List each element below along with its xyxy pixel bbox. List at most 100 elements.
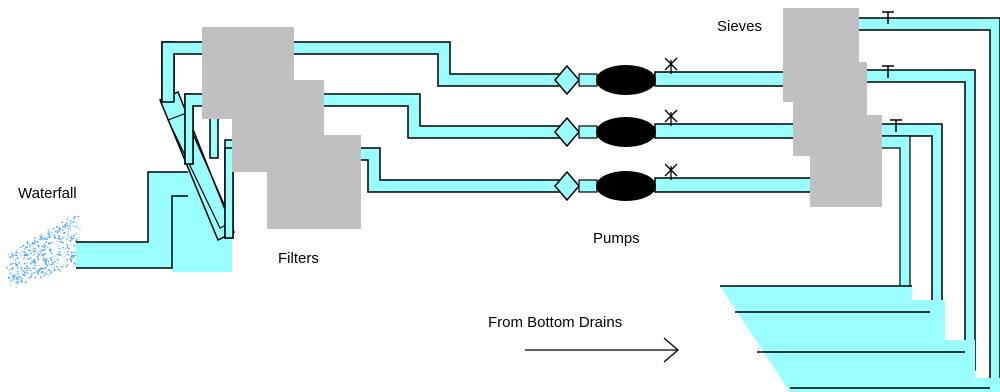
spray-dot	[47, 274, 50, 277]
spray-dot	[62, 226, 65, 228]
spray-dot	[70, 236, 72, 238]
spray-dot	[67, 223, 69, 225]
spray-dot	[48, 269, 50, 271]
spray-dot	[58, 237, 61, 240]
spray-dot	[27, 254, 29, 256]
spray-dot	[29, 257, 31, 259]
bottom-drains-area	[720, 285, 1000, 392]
spray-dot	[25, 254, 27, 257]
spray-dot	[45, 258, 48, 260]
spray-dot	[58, 247, 61, 250]
spray-dot	[15, 281, 17, 283]
spray-dot	[63, 255, 65, 258]
spray-dot	[47, 246, 49, 249]
spray-dot	[31, 245, 33, 247]
spray-dot	[45, 263, 47, 265]
spray-dot	[59, 238, 61, 240]
check-valves	[554, 64, 598, 202]
spray-dot	[42, 267, 45, 270]
spray-dot	[39, 267, 42, 269]
spray-dot	[72, 225, 74, 227]
spray-dot	[33, 272, 35, 274]
sieve-boxes	[783, 8, 882, 207]
spray-dot	[34, 253, 36, 255]
spray-dot	[27, 258, 29, 260]
spray-dot	[37, 273, 39, 275]
spray-dot	[34, 262, 37, 264]
spray-dot	[58, 230, 60, 232]
spray-dot	[52, 261, 54, 264]
spray-dot	[50, 263, 53, 266]
spray-dot	[30, 263, 32, 265]
spray-dot	[33, 250, 35, 252]
spray-dot	[36, 256, 39, 258]
spray-dot	[11, 263, 14, 265]
spray-dot	[59, 240, 61, 243]
spray-dot	[49, 264, 51, 266]
spray-dot	[49, 249, 52, 252]
spray-dot	[33, 259, 36, 261]
spray-dot	[24, 271, 27, 274]
spray-dot	[58, 254, 60, 256]
spray-dot	[7, 253, 9, 255]
spray-dot	[53, 268, 56, 271]
spray-dot	[70, 238, 73, 240]
waterfall-label: Waterfall	[18, 185, 77, 202]
spray-dot	[16, 276, 18, 278]
spray-dot	[29, 244, 31, 247]
spray-dot	[64, 225, 66, 227]
spray-dot	[74, 232, 76, 235]
spray-dot	[23, 248, 25, 250]
spray-dot	[61, 229, 64, 231]
spray-dot	[44, 272, 47, 275]
spray-dot	[37, 244, 39, 246]
spray-dot	[59, 251, 61, 253]
spray-dot	[22, 274, 24, 276]
spray-dot	[46, 270, 49, 272]
pump-2	[596, 117, 656, 147]
spray-dot	[66, 244, 68, 246]
spray-dot	[43, 246, 45, 248]
spray-dot	[55, 230, 57, 233]
spray-dot	[42, 258, 45, 260]
spray-dot	[25, 246, 27, 248]
spray-dot	[23, 251, 25, 253]
spray-dot	[30, 269, 32, 272]
spray-dot	[12, 258, 15, 260]
valve-3	[554, 170, 580, 202]
spray-dot	[48, 231, 50, 233]
spray-dot	[36, 241, 38, 243]
spray-dot	[56, 226, 58, 228]
spray-dot	[69, 240, 71, 242]
spray-dot	[51, 234, 53, 236]
spray-dot	[45, 241, 47, 243]
spray-dot	[73, 265, 75, 268]
spray-dot	[26, 262, 28, 265]
spray-dot	[24, 281, 27, 284]
spray-dot	[34, 241, 36, 244]
spray-dot	[44, 247, 46, 249]
spray-dot	[60, 241, 63, 244]
spray-dot	[28, 277, 31, 279]
spray-dot	[55, 257, 58, 260]
spray-dot	[73, 256, 75, 258]
waterfall-outlet-pipe	[76, 171, 232, 272]
spray-dot	[27, 242, 29, 244]
spray-dot	[37, 247, 40, 249]
spray-dot	[72, 221, 75, 223]
spray-dot	[17, 258, 19, 261]
spray-dot	[26, 269, 28, 272]
spray-dot	[15, 286, 18, 288]
spray-dot	[46, 245, 48, 248]
spray-dot	[51, 256, 53, 258]
spray-dot	[53, 269, 56, 272]
spray-dot	[41, 237, 44, 239]
spray-dot	[71, 221, 73, 224]
spray-dot	[56, 237, 58, 239]
spray-dot	[9, 268, 12, 270]
spray-dot	[12, 273, 14, 275]
spray-dot	[79, 228, 81, 231]
spray-dot	[77, 227, 80, 229]
spray-dot	[45, 260, 48, 262]
spray-dot	[20, 280, 23, 283]
